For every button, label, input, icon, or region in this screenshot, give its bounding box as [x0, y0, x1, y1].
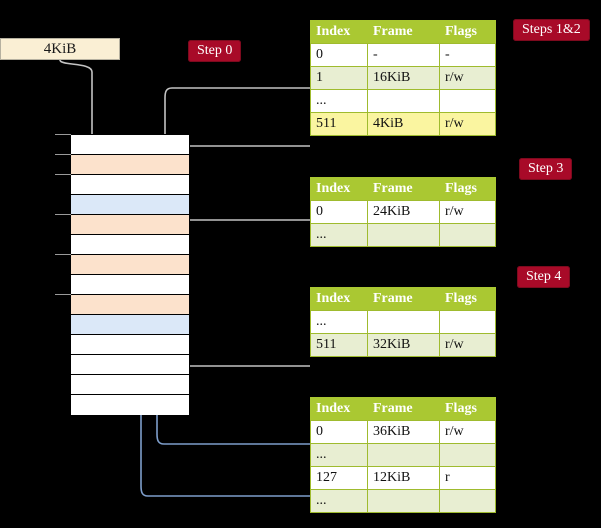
- table-row: ...: [310, 489, 496, 513]
- cell-frame: -: [367, 43, 440, 67]
- memory-frame-row: [71, 175, 189, 195]
- cell-frame: 16KiB: [367, 66, 440, 90]
- column-header-frame: Frame: [367, 177, 440, 201]
- memory-row-tick: [55, 214, 71, 215]
- memory-frame-row: [71, 135, 189, 155]
- wire-steps12-b: [168, 145, 310, 159]
- column-header-index: Index: [310, 20, 368, 44]
- memory-frame-row: [71, 315, 189, 335]
- cell-index: 0: [310, 43, 368, 67]
- cell-index: 0: [310, 200, 368, 224]
- cell-flags: [439, 310, 496, 334]
- cell-index: 0: [310, 420, 368, 444]
- column-header-flags: Flags: [439, 397, 496, 421]
- memory-frame-row: [71, 375, 189, 395]
- table-row: 0--: [310, 43, 496, 67]
- cell-index: 511: [310, 112, 368, 136]
- cell-flags: [439, 223, 496, 247]
- cell-frame: 12KiB: [367, 466, 440, 490]
- cell-flags: r/w: [439, 112, 496, 136]
- memory-row-tick: [55, 294, 71, 295]
- memory-frame-row: [71, 235, 189, 255]
- memory-row-tick: [55, 254, 71, 255]
- memory-row-tick: [55, 154, 71, 155]
- column-header-index: Index: [310, 287, 368, 311]
- source-frame-box: 4KiB: [0, 38, 120, 60]
- cell-frame: 4KiB: [367, 112, 440, 136]
- cell-flags: r: [439, 466, 496, 490]
- memory-row-tick: [55, 174, 71, 175]
- wire-step3: [180, 219, 310, 272]
- memory-frame-row: [71, 275, 189, 295]
- column-header-flags: Flags: [439, 20, 496, 44]
- column-header-frame: Frame: [367, 287, 440, 311]
- cell-flags: r/w: [439, 420, 496, 444]
- cell-index: ...: [310, 310, 368, 334]
- badge-step-4: Step 4: [517, 266, 571, 288]
- column-header-frame: Frame: [367, 397, 440, 421]
- cell-index: ...: [310, 89, 368, 113]
- table-row: ...: [310, 310, 496, 334]
- badge-steps-1-2: Steps 1&2: [513, 19, 590, 41]
- column-header-flags: Flags: [439, 287, 496, 311]
- badge-step-3: Step 3: [519, 158, 573, 180]
- badge-step-0: Step 0: [188, 40, 242, 62]
- cell-index: 511: [310, 333, 368, 357]
- cell-frame: [367, 310, 440, 334]
- memory-frame-row: [71, 255, 189, 275]
- column-header-frame: Frame: [367, 20, 440, 44]
- cell-index: 127: [310, 466, 368, 490]
- cell-index: ...: [310, 443, 368, 467]
- cell-frame: [367, 89, 440, 113]
- cell-frame: [367, 489, 440, 513]
- cell-flags: r/w: [439, 333, 496, 357]
- memory-frame-row: [71, 335, 189, 355]
- table-row: ...: [310, 89, 496, 113]
- cell-flags: [439, 443, 496, 467]
- source-frame-label: 4KiB: [43, 41, 77, 57]
- memory-frame-row: [71, 295, 189, 315]
- cell-index: ...: [310, 489, 368, 513]
- cell-flags: r/w: [439, 66, 496, 90]
- memory-frame-row: [71, 155, 189, 175]
- wire-step4: [180, 316, 310, 367]
- column-header-index: Index: [310, 177, 368, 201]
- memory-frame-row: [71, 355, 189, 375]
- cell-frame: 24KiB: [367, 200, 440, 224]
- cell-index: 1: [310, 66, 368, 90]
- cell-flags: [439, 489, 496, 513]
- memory-row-tick: [55, 134, 71, 135]
- cell-index: ...: [310, 223, 368, 247]
- column-header-flags: Flags: [439, 177, 496, 201]
- cell-flags: -: [439, 43, 496, 67]
- cell-flags: r/w: [439, 200, 496, 224]
- cell-frame: 36KiB: [367, 420, 440, 444]
- memory-frame-row: [71, 195, 189, 215]
- table-row: ...: [310, 443, 496, 467]
- cell-frame: 32KiB: [367, 333, 440, 357]
- memory-frame-row: [71, 215, 189, 235]
- memory-frame-row: [71, 395, 189, 415]
- physical-memory-column: [70, 134, 190, 415]
- table-row: ...: [310, 223, 496, 247]
- cell-frame: [367, 443, 440, 467]
- cell-frame: [367, 223, 440, 247]
- cell-flags: [439, 89, 496, 113]
- column-header-index: Index: [310, 397, 368, 421]
